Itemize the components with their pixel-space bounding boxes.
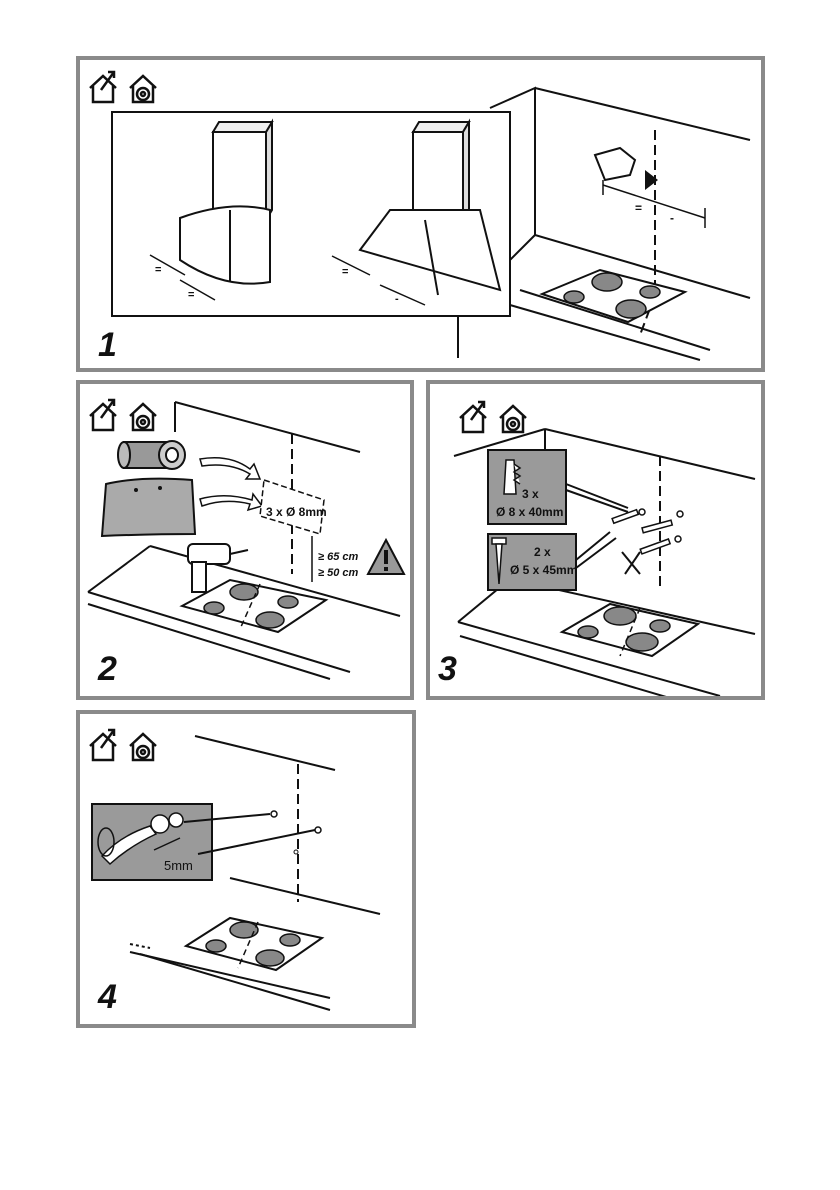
min-height-electric: ≥ 50 cm bbox=[318, 567, 359, 579]
mode-icons bbox=[86, 68, 164, 106]
step-number: 1 bbox=[98, 326, 117, 365]
extraction-mode-icon bbox=[90, 400, 116, 430]
gap-label: 5mm bbox=[164, 858, 193, 873]
recirculation-mode-icon bbox=[130, 76, 156, 102]
recirculation-mode-icon bbox=[130, 404, 156, 430]
holes-label: 3 x Ø 8mm bbox=[266, 505, 327, 519]
panel-step-1: = - = = = - bbox=[76, 56, 765, 372]
svg-text:=: = bbox=[342, 266, 348, 278]
plugs-size: Ø 8 x 40mm bbox=[496, 505, 563, 519]
recirculation-mode-icon bbox=[500, 406, 526, 432]
mode-icons bbox=[86, 396, 164, 434]
mode-icons bbox=[86, 726, 164, 764]
step-number: 4 bbox=[98, 978, 117, 1017]
svg-text:=: = bbox=[155, 264, 161, 276]
min-height-gas: ≥ 65 cm bbox=[318, 551, 359, 563]
warning-icon bbox=[368, 540, 404, 574]
plugs-count: 3 x bbox=[522, 487, 539, 501]
step-number: 2 bbox=[98, 650, 117, 689]
svg-text:-: - bbox=[670, 211, 674, 225]
svg-text:=: = bbox=[635, 201, 642, 215]
extraction-mode-icon bbox=[90, 730, 116, 760]
extraction-mode-icon bbox=[460, 402, 486, 432]
panel-step-2: 3 x Ø 8mm ≥ 65 cm ≥ 50 cm bbox=[76, 380, 414, 700]
step-number: 3 bbox=[438, 650, 457, 689]
mode-icons bbox=[456, 398, 534, 436]
svg-text:-: - bbox=[395, 293, 399, 305]
recirculation-mode-icon bbox=[130, 734, 156, 760]
screws-count: 2 x bbox=[534, 545, 551, 559]
extraction-mode-icon bbox=[90, 72, 116, 102]
panel-step-3: 3 x Ø 8 x 40mm 2 x Ø 5 x 45mm bbox=[426, 380, 765, 700]
panel-step-4: 5mm 4 bbox=[76, 710, 416, 1028]
panel-1-illustration: = - = = = - bbox=[80, 60, 761, 368]
screws-size: Ø 5 x 45mm bbox=[510, 563, 577, 577]
svg-text:=: = bbox=[188, 289, 194, 301]
